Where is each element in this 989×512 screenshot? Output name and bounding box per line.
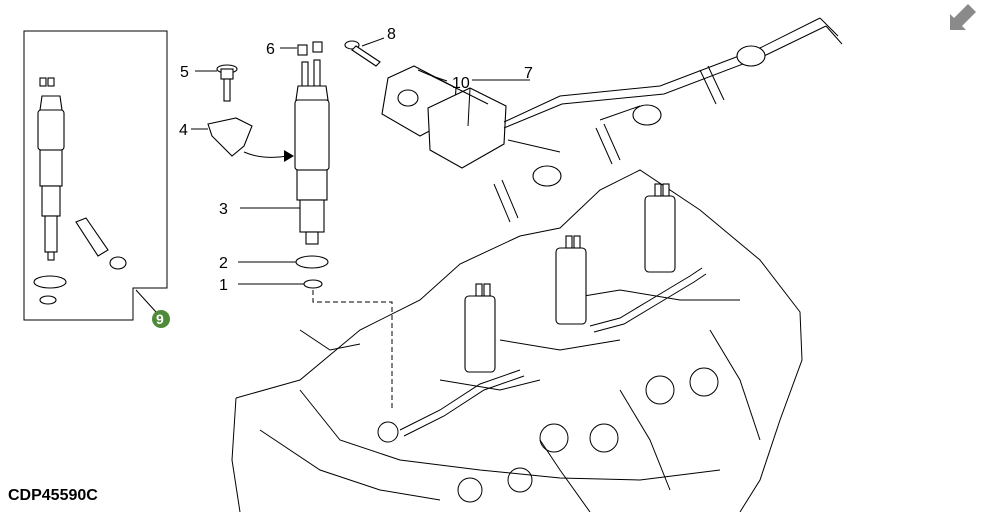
fuel-injector xyxy=(240,59,330,245)
callout-1: 1 xyxy=(219,277,228,294)
injector-seals xyxy=(238,255,393,410)
injector-caps xyxy=(280,41,323,56)
callout-9: 9 xyxy=(156,311,164,327)
callout-5: 5 xyxy=(180,64,189,81)
callout-4: 4 xyxy=(179,122,188,139)
figure-code: CDP45590C xyxy=(8,487,98,504)
wiring-harness xyxy=(493,17,843,223)
callout-6: 6 xyxy=(266,41,275,58)
inset-kit-panel xyxy=(23,30,168,321)
hold-down-clamp xyxy=(191,117,294,162)
fuel-lines xyxy=(399,267,761,512)
cylinder-head xyxy=(231,169,803,512)
hold-down-bolt xyxy=(195,64,238,102)
installed-injectors xyxy=(464,183,676,373)
callout-7: 7 xyxy=(524,65,533,82)
callout-8: 8 xyxy=(387,26,396,43)
callout-9-badge: 9 xyxy=(152,310,170,328)
callout-2: 2 xyxy=(219,255,228,272)
arrow-down-left-icon[interactable] xyxy=(950,4,976,30)
callout-10: 10 xyxy=(452,75,470,92)
harness-connector xyxy=(381,65,530,169)
callout-3: 3 xyxy=(219,201,228,218)
connector-bolt xyxy=(344,37,385,67)
